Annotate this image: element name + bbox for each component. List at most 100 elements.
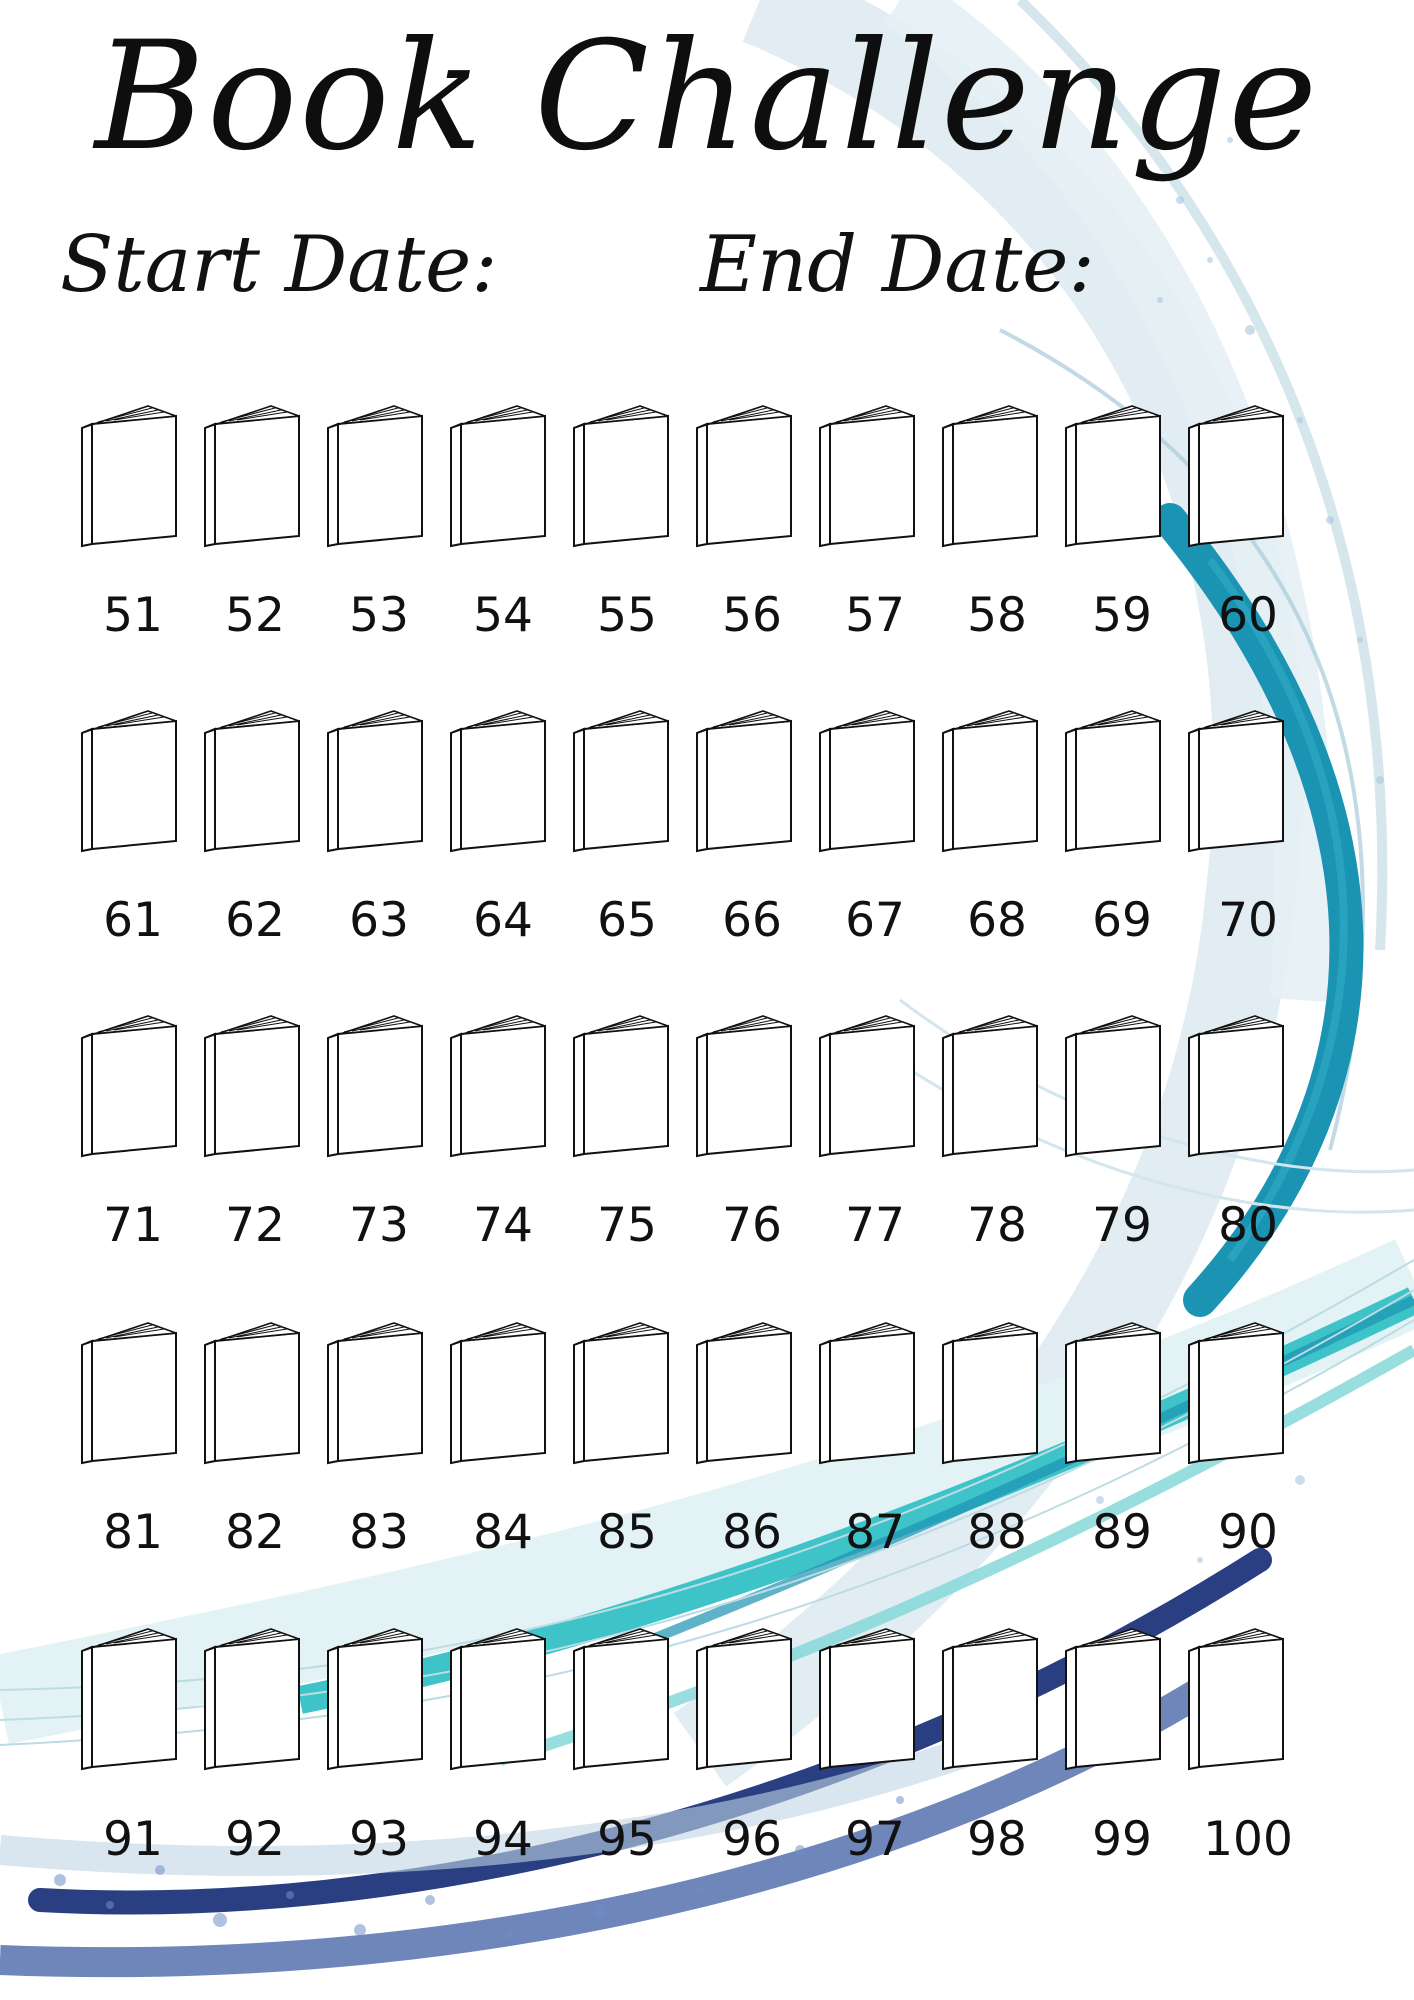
book-icon[interactable] bbox=[693, 1623, 797, 1773]
book-number-label: 85 bbox=[597, 1505, 657, 1560]
book-icon[interactable] bbox=[816, 705, 920, 855]
page-title: Book Challenge bbox=[94, 10, 1320, 184]
book-number-label: 92 bbox=[225, 1812, 285, 1867]
book-icon[interactable] bbox=[570, 400, 674, 550]
book-icon[interactable] bbox=[570, 1623, 674, 1773]
book-number-label: 84 bbox=[473, 1505, 533, 1560]
book-number-label: 73 bbox=[349, 1198, 409, 1253]
book-number-label: 78 bbox=[967, 1198, 1027, 1253]
book-number-label: 69 bbox=[1092, 893, 1152, 948]
book-icon[interactable] bbox=[939, 1623, 1043, 1773]
book-icon[interactable] bbox=[816, 400, 920, 550]
book-number-label: 72 bbox=[225, 1198, 285, 1253]
book-icon[interactable] bbox=[324, 400, 428, 550]
book-icon[interactable] bbox=[1062, 1317, 1166, 1467]
book-number-label: 63 bbox=[349, 893, 409, 948]
book-number-label: 67 bbox=[845, 893, 905, 948]
book-icon[interactable] bbox=[324, 1317, 428, 1467]
book-icon[interactable] bbox=[693, 1317, 797, 1467]
book-number-label: 51 bbox=[103, 588, 163, 643]
book-number-label: 97 bbox=[845, 1812, 905, 1867]
book-icon[interactable] bbox=[1062, 1623, 1166, 1773]
book-icon[interactable] bbox=[816, 1623, 920, 1773]
book-number-label: 98 bbox=[967, 1812, 1027, 1867]
book-icon[interactable] bbox=[570, 705, 674, 855]
book-icon[interactable] bbox=[201, 1010, 305, 1160]
book-icon[interactable] bbox=[78, 705, 182, 855]
book-icon[interactable] bbox=[693, 1010, 797, 1160]
book-number-label: 96 bbox=[722, 1812, 782, 1867]
book-icon[interactable] bbox=[939, 1317, 1043, 1467]
book-icon[interactable] bbox=[324, 705, 428, 855]
book-icon[interactable] bbox=[1185, 1623, 1289, 1773]
book-icon[interactable] bbox=[447, 1010, 551, 1160]
book-icon[interactable] bbox=[78, 1317, 182, 1467]
book-number-label: 55 bbox=[597, 588, 657, 643]
book-icon[interactable] bbox=[693, 400, 797, 550]
book-icon[interactable] bbox=[816, 1010, 920, 1160]
book-number-label: 76 bbox=[722, 1198, 782, 1253]
book-number-label: 71 bbox=[103, 1198, 163, 1253]
book-icon[interactable] bbox=[447, 400, 551, 550]
book-number-label: 75 bbox=[597, 1198, 657, 1253]
book-number-label: 88 bbox=[967, 1505, 1027, 1560]
book-icon[interactable] bbox=[1185, 1317, 1289, 1467]
start-date-label: Start Date: bbox=[60, 220, 498, 310]
book-number-label: 52 bbox=[225, 588, 285, 643]
book-number-label: 94 bbox=[473, 1812, 533, 1867]
book-number-label: 57 bbox=[845, 588, 905, 643]
book-icon[interactable] bbox=[447, 1623, 551, 1773]
book-number-label: 100 bbox=[1203, 1812, 1293, 1867]
book-number-label: 95 bbox=[597, 1812, 657, 1867]
book-icon[interactable] bbox=[939, 400, 1043, 550]
book-icon[interactable] bbox=[1185, 400, 1289, 550]
book-number-label: 87 bbox=[845, 1505, 905, 1560]
book-icon[interactable] bbox=[1062, 1010, 1166, 1160]
book-number-label: 54 bbox=[473, 588, 533, 643]
book-icon[interactable] bbox=[78, 1010, 182, 1160]
book-icon[interactable] bbox=[816, 1317, 920, 1467]
book-number-label: 74 bbox=[473, 1198, 533, 1253]
book-number-label: 59 bbox=[1092, 588, 1152, 643]
book-icon[interactable] bbox=[1062, 705, 1166, 855]
book-icon[interactable] bbox=[201, 1623, 305, 1773]
book-icon[interactable] bbox=[201, 400, 305, 550]
book-icon[interactable] bbox=[324, 1010, 428, 1160]
book-number-label: 68 bbox=[967, 893, 1027, 948]
book-icon[interactable] bbox=[201, 705, 305, 855]
book-icon[interactable] bbox=[1185, 1010, 1289, 1160]
book-number-label: 65 bbox=[597, 893, 657, 948]
book-icon[interactable] bbox=[1062, 400, 1166, 550]
book-icon[interactable] bbox=[201, 1317, 305, 1467]
book-icon[interactable] bbox=[939, 705, 1043, 855]
book-icon[interactable] bbox=[447, 1317, 551, 1467]
book-number-label: 99 bbox=[1092, 1812, 1152, 1867]
book-icon[interactable] bbox=[939, 1010, 1043, 1160]
book-number-label: 60 bbox=[1218, 588, 1278, 643]
book-icon[interactable] bbox=[1185, 705, 1289, 855]
book-number-label: 82 bbox=[225, 1505, 285, 1560]
book-icon[interactable] bbox=[570, 1010, 674, 1160]
book-number-label: 64 bbox=[473, 893, 533, 948]
book-number-label: 89 bbox=[1092, 1505, 1152, 1560]
book-icon[interactable] bbox=[447, 705, 551, 855]
book-number-label: 53 bbox=[349, 588, 409, 643]
book-number-label: 66 bbox=[722, 893, 782, 948]
book-icon[interactable] bbox=[78, 1623, 182, 1773]
book-number-label: 86 bbox=[722, 1505, 782, 1560]
book-number-label: 80 bbox=[1218, 1198, 1278, 1253]
book-number-label: 62 bbox=[225, 893, 285, 948]
book-number-label: 77 bbox=[845, 1198, 905, 1253]
book-icon[interactable] bbox=[693, 705, 797, 855]
book-number-label: 70 bbox=[1218, 893, 1278, 948]
end-date-label: End Date: bbox=[700, 220, 1095, 310]
book-number-label: 81 bbox=[103, 1505, 163, 1560]
book-number-label: 93 bbox=[349, 1812, 409, 1867]
book-number-label: 56 bbox=[722, 588, 782, 643]
book-icon[interactable] bbox=[324, 1623, 428, 1773]
book-number-label: 83 bbox=[349, 1505, 409, 1560]
book-icon[interactable] bbox=[78, 400, 182, 550]
book-icon[interactable] bbox=[570, 1317, 674, 1467]
